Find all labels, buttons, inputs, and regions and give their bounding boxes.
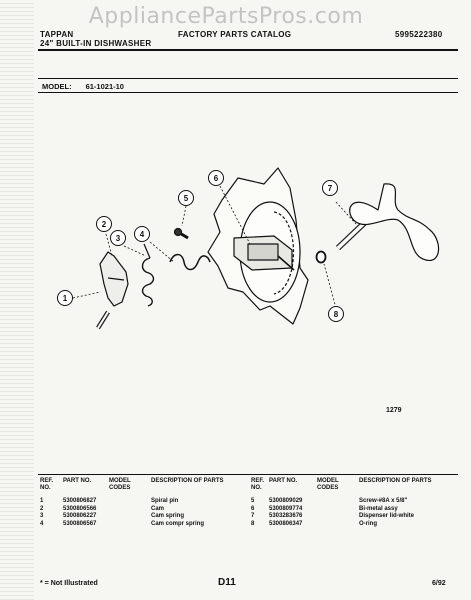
screw-head bbox=[173, 227, 183, 237]
catalog-title: FACTORY PARTS CATALOG bbox=[178, 30, 292, 39]
model-label: MODEL: bbox=[42, 82, 72, 91]
part-cell: 5300806347 bbox=[269, 520, 303, 527]
brand-name: TAPPAN bbox=[40, 30, 74, 39]
callout-8: 8 bbox=[334, 310, 339, 319]
callout-3-circle bbox=[110, 230, 126, 246]
part-cell: 5303283676 bbox=[269, 513, 303, 519]
ref-cell: 8 bbox=[251, 520, 255, 527]
codes-cell bbox=[317, 513, 359, 521]
ref-cell: 2 bbox=[40, 505, 44, 512]
callout-4-circle bbox=[134, 226, 150, 242]
codes-cell bbox=[109, 513, 151, 521]
col-description: DESCRIPTION OF PARTS bbox=[151, 478, 224, 484]
codes-cell bbox=[109, 498, 151, 506]
part-cell: 5300806566 bbox=[63, 505, 97, 512]
ref-cell: 1 bbox=[40, 498, 44, 504]
callout-5-circle bbox=[178, 190, 194, 206]
leader-7 bbox=[335, 201, 357, 225]
leader-8 bbox=[323, 263, 337, 309]
callout-1-circle bbox=[57, 290, 73, 306]
cam-spring bbox=[141, 257, 155, 307]
cam-detail bbox=[107, 277, 125, 281]
table-row: 1 5300806827 Spiral pin 5 5300809029 Scr… bbox=[40, 498, 449, 506]
callout-1: 1 bbox=[63, 294, 68, 303]
desc-cell: Cam spring bbox=[151, 513, 185, 519]
leader-5 bbox=[181, 205, 187, 227]
callout-6: 6 bbox=[214, 174, 219, 183]
desc-cell: Dispenser lid-white bbox=[359, 513, 415, 519]
desc-cell: Screw-#8A x 5/8" bbox=[359, 498, 408, 504]
watermark: AppliancePartsPros.com bbox=[88, 4, 364, 29]
part-cell: 5300809774 bbox=[269, 505, 303, 512]
codes-cell bbox=[109, 506, 151, 514]
callout-3: 3 bbox=[116, 234, 121, 243]
leader-3 bbox=[123, 245, 147, 257]
callout-2: 2 bbox=[102, 220, 107, 229]
model-rule-top bbox=[38, 78, 458, 79]
not-illustrated-note: * = Not Illustrated bbox=[40, 580, 98, 587]
ref-cell: 5 bbox=[251, 498, 255, 504]
part-cell: 5300806567 bbox=[63, 520, 97, 527]
desc-cell: Cam compr spring bbox=[151, 520, 205, 527]
cam-spring-arm bbox=[143, 243, 151, 259]
bimetal-contacts bbox=[247, 243, 279, 261]
model-line: MODEL: 61-1021-10 bbox=[42, 82, 124, 91]
catalog-number: 5995222380 bbox=[395, 30, 443, 39]
table-row: 3 5300806227 Cam spring 7 5303283676 Dis… bbox=[40, 513, 449, 521]
col-ref-no-2: REF. NO. bbox=[251, 478, 265, 491]
revision-date: 6/92 bbox=[432, 580, 446, 587]
codes-cell bbox=[317, 506, 359, 514]
callout-8-circle bbox=[328, 306, 344, 322]
exploded-parts-diagram: 1 2 3 4 5 6 7 8 bbox=[57, 167, 440, 330]
parts-table-header: REF. NO. PART NO. MODEL CODES DESCRIPTIO… bbox=[40, 478, 449, 498]
leader-6 bbox=[219, 185, 251, 245]
leader-1 bbox=[72, 291, 101, 299]
leader-4 bbox=[149, 241, 175, 263]
part-cell: 5300806227 bbox=[63, 513, 97, 519]
desc-cell: Cam bbox=[151, 505, 165, 512]
scan-edge bbox=[0, 0, 34, 600]
codes-cell bbox=[109, 521, 151, 529]
table-row: 2 5300806566 Cam 6 5300809774 Bi-metal a… bbox=[40, 506, 449, 514]
desc-cell: O-ring bbox=[359, 520, 377, 527]
model-rule-bottom bbox=[38, 92, 458, 93]
col-part-no: PART NO. bbox=[63, 478, 92, 484]
model-number: 61-1021-10 bbox=[85, 82, 124, 91]
o-ring bbox=[315, 250, 327, 264]
cam-compr-spring bbox=[169, 253, 211, 271]
desc-cell: Bi-metal assy bbox=[359, 505, 398, 512]
bimetal-lead bbox=[277, 255, 295, 271]
col-ref-no: REF. NO. bbox=[40, 478, 54, 491]
col-model-codes-2: MODEL CODES bbox=[317, 478, 339, 491]
callout-4: 4 bbox=[140, 230, 145, 239]
illustration-number: 1279 bbox=[386, 407, 402, 414]
col-model-codes: MODEL CODES bbox=[109, 478, 131, 491]
product-name: 24" BUILT-IN DISHWASHER bbox=[40, 39, 152, 48]
codes-cell bbox=[317, 521, 359, 529]
table-rule bbox=[38, 474, 458, 475]
callout-2-circle bbox=[96, 216, 112, 232]
ref-cell: 4 bbox=[40, 520, 44, 527]
callout-7-circle bbox=[322, 180, 338, 196]
spiral-pin-highlight bbox=[97, 311, 109, 329]
callout-7: 7 bbox=[328, 184, 333, 193]
col-description-2: DESCRIPTION OF PARTS bbox=[359, 478, 432, 484]
desc-cell: Spiral pin bbox=[151, 498, 179, 504]
parts-table: REF. NO. PART NO. MODEL CODES DESCRIPTIO… bbox=[40, 478, 449, 528]
callout-5: 5 bbox=[184, 194, 189, 203]
part-cell: 5300809029 bbox=[269, 498, 303, 504]
ref-cell: 3 bbox=[40, 513, 44, 519]
codes-cell bbox=[317, 498, 359, 506]
page-number: D11 bbox=[218, 577, 236, 588]
ref-cell: 7 bbox=[251, 513, 255, 519]
header-rule bbox=[38, 49, 458, 51]
ref-cell: 6 bbox=[251, 505, 255, 512]
dispenser-lid bbox=[349, 183, 440, 261]
callout-6-circle bbox=[208, 170, 224, 186]
table-row: 4 5300806567 Cam compr spring 8 53008063… bbox=[40, 521, 449, 529]
col-part-no-2: PART NO. bbox=[269, 478, 298, 484]
part-cell: 5300806827 bbox=[63, 498, 97, 504]
